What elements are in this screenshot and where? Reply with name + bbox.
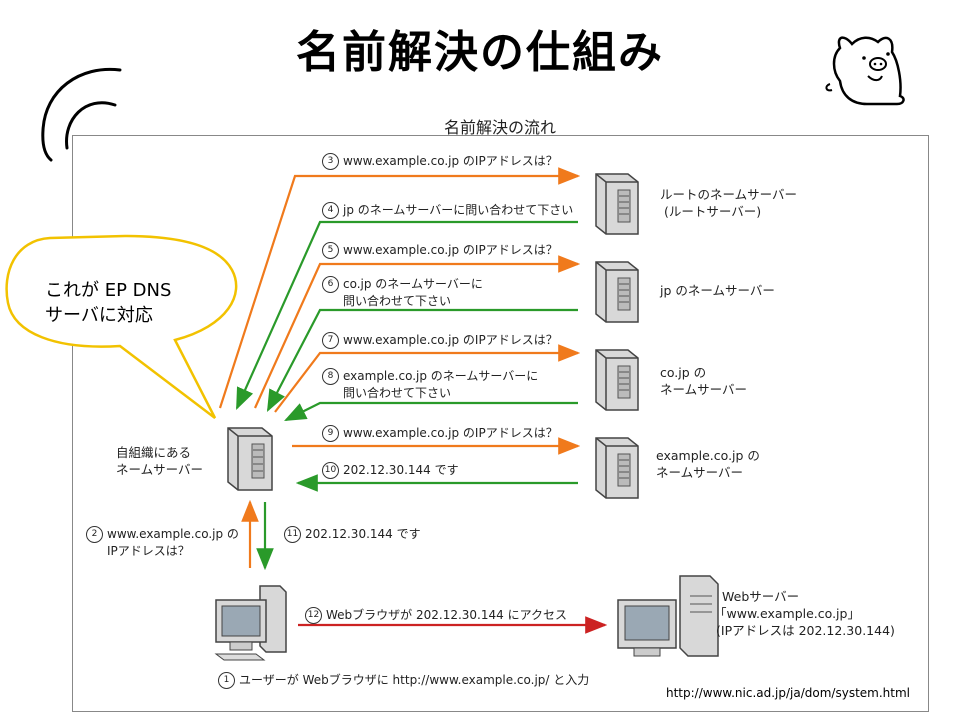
arrow-reply-jp — [266, 308, 578, 412]
web-server-label: Webサーバー 「www.example.co.jp」 (IPアドレスは 202… — [714, 589, 895, 638]
local-server-label: 自組織にあるネームサーバー — [116, 445, 204, 477]
decorative-arc-strokes — [41, 67, 122, 162]
root-server-label: ルートのネームサーバー(ルートサーバー) — [660, 187, 798, 219]
local-server-icon — [227, 427, 273, 491]
jp-server-icon — [595, 261, 639, 323]
root-server-icon — [595, 173, 639, 235]
client-pc-icon — [214, 585, 287, 661]
arrow-query-jp — [253, 255, 581, 409]
jp-server-label: jp のネームサーバー — [660, 283, 775, 298]
speech-bubble-text: これが EP DNS サーバに対応 — [45, 280, 172, 326]
example-server-icon — [595, 437, 639, 499]
pig-mascot-icon — [825, 36, 905, 106]
source-url: http://www.nic.ad.jp/ja/dom/system.html — [666, 686, 911, 700]
cojp-server-label: co.jp のネームサーバー — [660, 365, 748, 397]
slide-title: 名前解決の仕組み — [296, 27, 664, 78]
diagram-frame — [72, 135, 929, 712]
arrow-query-root — [218, 167, 581, 409]
speech-bubble — [5, 234, 238, 419]
diagram-title: 名前解決の流れ — [443, 118, 556, 137]
example-server-label: example.co.jp のネームサーバー — [656, 448, 760, 480]
arrow-reply-cojp — [284, 401, 578, 421]
web-server-icon — [617, 575, 719, 657]
arrow-query-cojp — [274, 344, 581, 413]
cojp-server-icon — [595, 349, 639, 411]
arrow-reply-root — [235, 220, 578, 411]
